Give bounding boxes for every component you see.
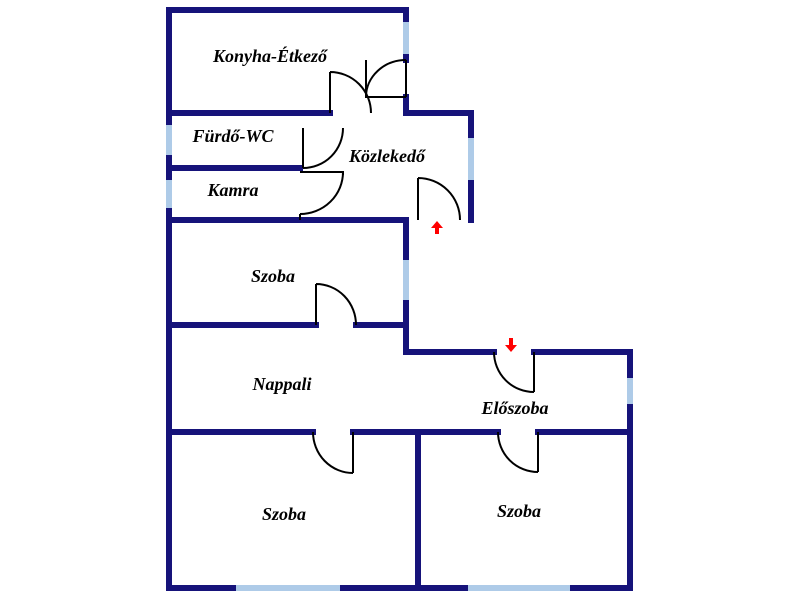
door-lower-left-room bbox=[312, 431, 354, 474]
window-pantry bbox=[166, 180, 172, 208]
entrance-arrows bbox=[431, 221, 517, 352]
door-bathroom bbox=[302, 127, 344, 169]
room-labels: Konyha-Étkező Fürdő-WC Kamra Közlekedő S… bbox=[191, 45, 548, 524]
room-label-bathroom: Fürdő-WC bbox=[191, 126, 274, 146]
room-label-lower-left-room: Szoba bbox=[262, 504, 306, 524]
door-hall bbox=[493, 351, 535, 393]
window-corridor bbox=[468, 138, 474, 180]
room-label-upper-room: Szoba bbox=[251, 266, 295, 286]
doors bbox=[299, 59, 539, 474]
door-lower-right-room bbox=[497, 431, 539, 473]
entrance-arrow-up-icon bbox=[431, 221, 443, 234]
window-lower-left-room bbox=[236, 585, 340, 591]
room-label-pantry: Kamra bbox=[206, 180, 258, 200]
door-upper-room bbox=[315, 283, 357, 326]
window-bathroom bbox=[166, 125, 172, 155]
room-label-lower-right-room: Szoba bbox=[497, 501, 541, 521]
room-label-corridor: Közlekedő bbox=[348, 146, 426, 166]
door-kitchen bbox=[365, 59, 407, 98]
entrance-arrow-down-icon bbox=[505, 338, 517, 352]
door-entrance bbox=[417, 177, 461, 221]
room-label-hall: Előszoba bbox=[480, 398, 548, 418]
window-kitchen bbox=[403, 22, 409, 54]
door-pantry bbox=[299, 171, 344, 220]
window-hall bbox=[627, 378, 633, 404]
room-label-living: Nappali bbox=[251, 374, 311, 394]
door-corridor-kitchen bbox=[329, 71, 372, 114]
window-upper-room bbox=[403, 260, 409, 300]
window-lower-right-room bbox=[468, 585, 570, 591]
windows bbox=[166, 22, 633, 591]
room-label-kitchen: Konyha-Étkező bbox=[212, 45, 328, 66]
